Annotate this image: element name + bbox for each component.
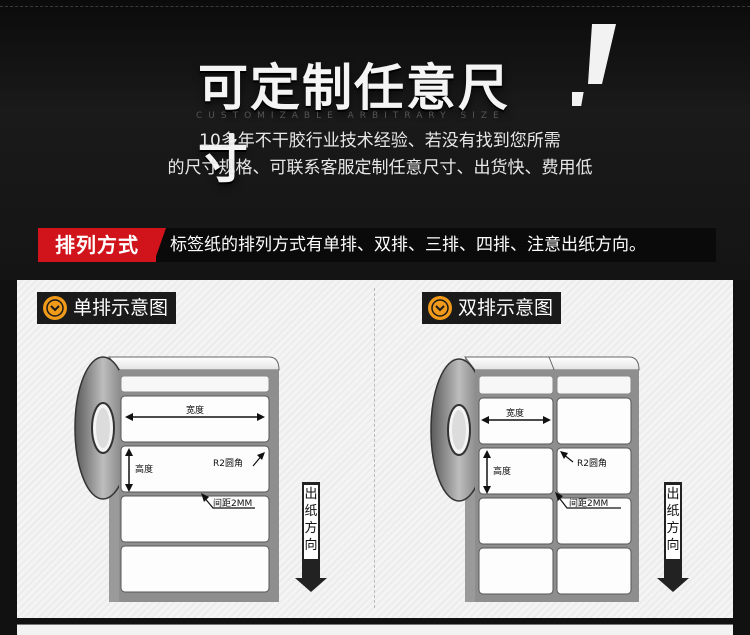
single-row-diagram: 宽度 高度 R2圆角 间距2MM: [74, 356, 327, 602]
single-row-label-text: 单排示意图: [73, 297, 169, 319]
hero-title: 可定制任意尺寸: [198, 59, 510, 189]
width-arrowhead-right-2: [543, 416, 551, 424]
arrangement-bar: 排列方式 标签纸的排列方式有单排、双排、三排、四排、注意出纸方向。: [38, 228, 716, 262]
hero-banner: 可定制任意尺寸 CUSTOMIZABLE ARBITRARY SIZE 10多年…: [0, 0, 750, 280]
chevron-down-circle-icon: [43, 296, 67, 320]
double-row-label: 双排示意图: [422, 292, 562, 324]
arrangement-tag: 排列方式: [38, 228, 156, 262]
roll-core-inner: [96, 408, 110, 448]
gap-label: 间距2MM: [213, 497, 252, 509]
width-arrowhead-left-2: [481, 416, 489, 424]
direction-text-bg-2: [666, 485, 680, 559]
gap-arrowhead-2: [555, 492, 563, 501]
label-1: [120, 395, 270, 443]
radius-arrowhead-2: [560, 451, 568, 459]
double-row-label-text: 双排示意图: [458, 297, 554, 319]
exclamation-icon: [572, 24, 616, 106]
width-arrowhead-left: [125, 413, 133, 421]
gap-arrowhead: [201, 493, 209, 502]
tag-notch: [154, 228, 166, 262]
top-dashed-line: [0, 6, 750, 7]
direction-text-bg: [304, 485, 318, 559]
width-label: 宽度: [186, 404, 204, 416]
hero-description: 10多年不干胶行业技术经验、若没有找到您所需 的尺寸规格、可联系客服定制任意尺寸…: [100, 128, 660, 182]
height-arrowhead-bottom-2: [483, 486, 491, 494]
arrow-down-icon: [295, 578, 327, 592]
label-4: [120, 545, 270, 593]
double-row-diagram: 宽度 高度 R2圆角 间距2MM: [430, 356, 689, 602]
radius-label-2: R2圆角: [577, 457, 607, 469]
bottom-strip: [17, 624, 733, 635]
roll-core-inner-2: [452, 410, 466, 450]
height-arrowhead-top-2: [483, 450, 491, 458]
single-row-label: 单排示意图: [37, 292, 177, 324]
gap-pointer-2: [556, 494, 621, 509]
chevron-down-circle-icon: [428, 296, 452, 320]
diagram-panel: 单排示意图 双排示意图 宽度: [17, 280, 733, 618]
gap-pointer: [202, 495, 255, 509]
height-arrowhead-top: [125, 448, 133, 456]
arrow-down-icon: [657, 578, 689, 592]
height-label-2: 高度: [493, 465, 511, 477]
labels-grid: [478, 375, 632, 595]
radius-label: R2圆角: [213, 457, 243, 469]
label-top: [120, 375, 270, 393]
hero-desc-line1: 10多年不干胶行业技术经验、若没有找到您所需: [199, 131, 561, 151]
height-arrowhead-bottom: [125, 484, 133, 492]
gap-label-2: 间距2MM: [569, 497, 608, 509]
arrangement-text: 标签纸的排列方式有单排、双排、三排、四排、注意出纸方向。: [170, 235, 646, 255]
width-arrowhead-right: [257, 413, 265, 421]
panel-divider: [374, 288, 375, 608]
hero-desc-line2: 的尺寸规格、可联系客服定制任意尺寸、出货快、费用低: [167, 158, 593, 178]
roll-top-split: [548, 356, 556, 373]
label-2: [120, 445, 270, 493]
radius-arrowhead: [257, 452, 265, 460]
hero-subtitle: CUSTOMIZABLE ARBITRARY SIZE: [196, 111, 505, 121]
direction-label-single: 出纸方向: [304, 487, 318, 553]
width-label-2: 宽度: [506, 407, 524, 419]
height-label: 高度: [135, 463, 153, 475]
direction-label-double: 出纸方向: [666, 487, 680, 553]
